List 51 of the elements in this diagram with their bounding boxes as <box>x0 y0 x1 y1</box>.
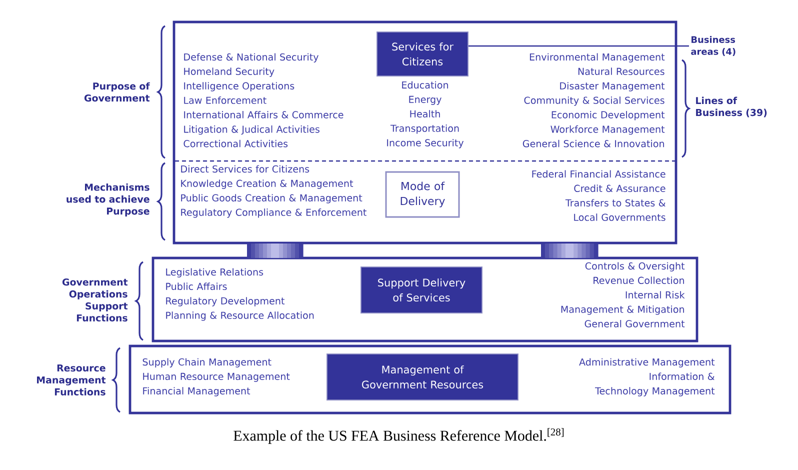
list-item: Legislative Relations <box>166 268 264 278</box>
leader-line <box>468 45 689 47</box>
list-item: Health <box>410 110 440 118</box>
list-item: Transportation <box>390 124 459 134</box>
title-box: Management of Government Resources <box>326 354 518 400</box>
list-item: Homeland Security <box>184 68 274 77</box>
title-box: Services for Citizens <box>376 32 468 76</box>
list-item: Law Enforcement <box>184 96 266 104</box>
list-item: Intelligence Operations <box>184 82 294 92</box>
list-item: Supply Chain Management <box>142 358 272 368</box>
delivery-box: Mode of Delivery <box>385 171 460 218</box>
list-item: Information & Technology Management <box>595 372 715 396</box>
list-item: General Government <box>584 320 685 328</box>
list-item: Federal Financial Assistance <box>532 170 666 178</box>
list-item: Internal Risk Management & Mitigation <box>561 291 685 315</box>
panel-box <box>172 20 678 244</box>
list-item: Regulatory Development <box>166 297 284 306</box>
list-item: Knowledge Creation & Management <box>181 180 354 189</box>
list-item: Economic Development <box>552 110 665 120</box>
brace-label: Government Operations Support Functions <box>62 278 128 322</box>
list-item: Regulatory Compliance & Enforcement <box>181 208 366 218</box>
list-item: Litigation & Judical Activities <box>184 125 320 135</box>
list-item: Income Security <box>387 138 464 148</box>
brace-label: Lines of Business (39) <box>696 96 767 118</box>
list-item: General Science & Innovation <box>522 140 664 148</box>
list-item: Transfers to States & Local Governments <box>565 199 666 221</box>
list-item: Financial Management <box>143 387 250 396</box>
list-item: International Affairs & Commerce <box>184 110 344 118</box>
list-item: Community & Social Services <box>524 96 664 106</box>
title-box: Support Delivery of Services <box>360 266 482 314</box>
brace-label: Resource Management Functions <box>37 364 106 396</box>
list-item: Administrative Management <box>579 358 715 368</box>
list-item: Credit & Assurance <box>574 184 666 192</box>
caption: Example of the US FEA Business Reference Model.$^{[28]}$ <box>234 428 564 444</box>
list-item: Energy <box>409 96 442 105</box>
list-item: Disaster Management <box>560 82 665 92</box>
list-item: Public Goods Creation & Management <box>181 194 362 204</box>
leader-text: Business areas (4) <box>691 36 736 56</box>
list-item: Direct Services for Citizens <box>181 165 310 173</box>
list-item: Revenue Collection <box>594 276 684 284</box>
list-item: Natural Resources <box>578 68 664 76</box>
brace-label: Purpose of Government <box>84 82 150 102</box>
list-item: Correctional Activities <box>184 140 288 148</box>
list-item: Workforce Management <box>550 125 665 135</box>
list-item: Public Affairs <box>166 282 227 290</box>
brace-label: Mechanisms used to achieve Purpose <box>66 183 150 217</box>
list-item: Environmental Management <box>530 53 665 62</box>
list-item: Controls & Oversight <box>585 262 685 272</box>
list-item: Defense & National Security <box>184 53 318 62</box>
list-item: Human Resource Management <box>143 372 290 382</box>
list-item: Planning & Resource Allocation <box>166 312 314 321</box>
